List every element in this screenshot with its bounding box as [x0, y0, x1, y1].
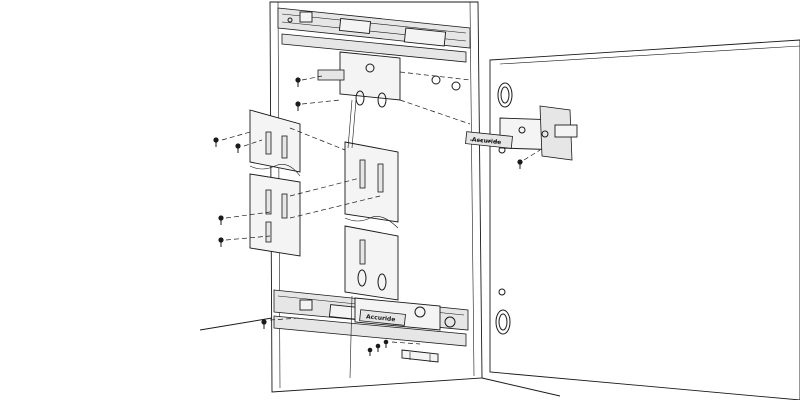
center-vertical-channel — [344, 141, 399, 301]
foot-bracket — [401, 349, 439, 363]
cabinet-floor-line — [199, 317, 561, 397]
hinge-bore-top — [497, 82, 513, 108]
top-slide-rail — [277, 7, 471, 91]
brand-label-bottom: Accuride — [366, 313, 396, 323]
screw-icon — [213, 77, 523, 356]
hinge-bore-bottom — [495, 309, 511, 335]
left-vertical-channel — [249, 109, 301, 257]
hinge-icon — [499, 105, 578, 161]
assembly-guide-lines — [221, 71, 541, 379]
bottom-bracket-logo: Accuride — [359, 309, 406, 326]
cabinet-door — [489, 39, 800, 400]
top-mounting-bracket — [317, 51, 401, 108]
rail-clip — [299, 11, 313, 23]
